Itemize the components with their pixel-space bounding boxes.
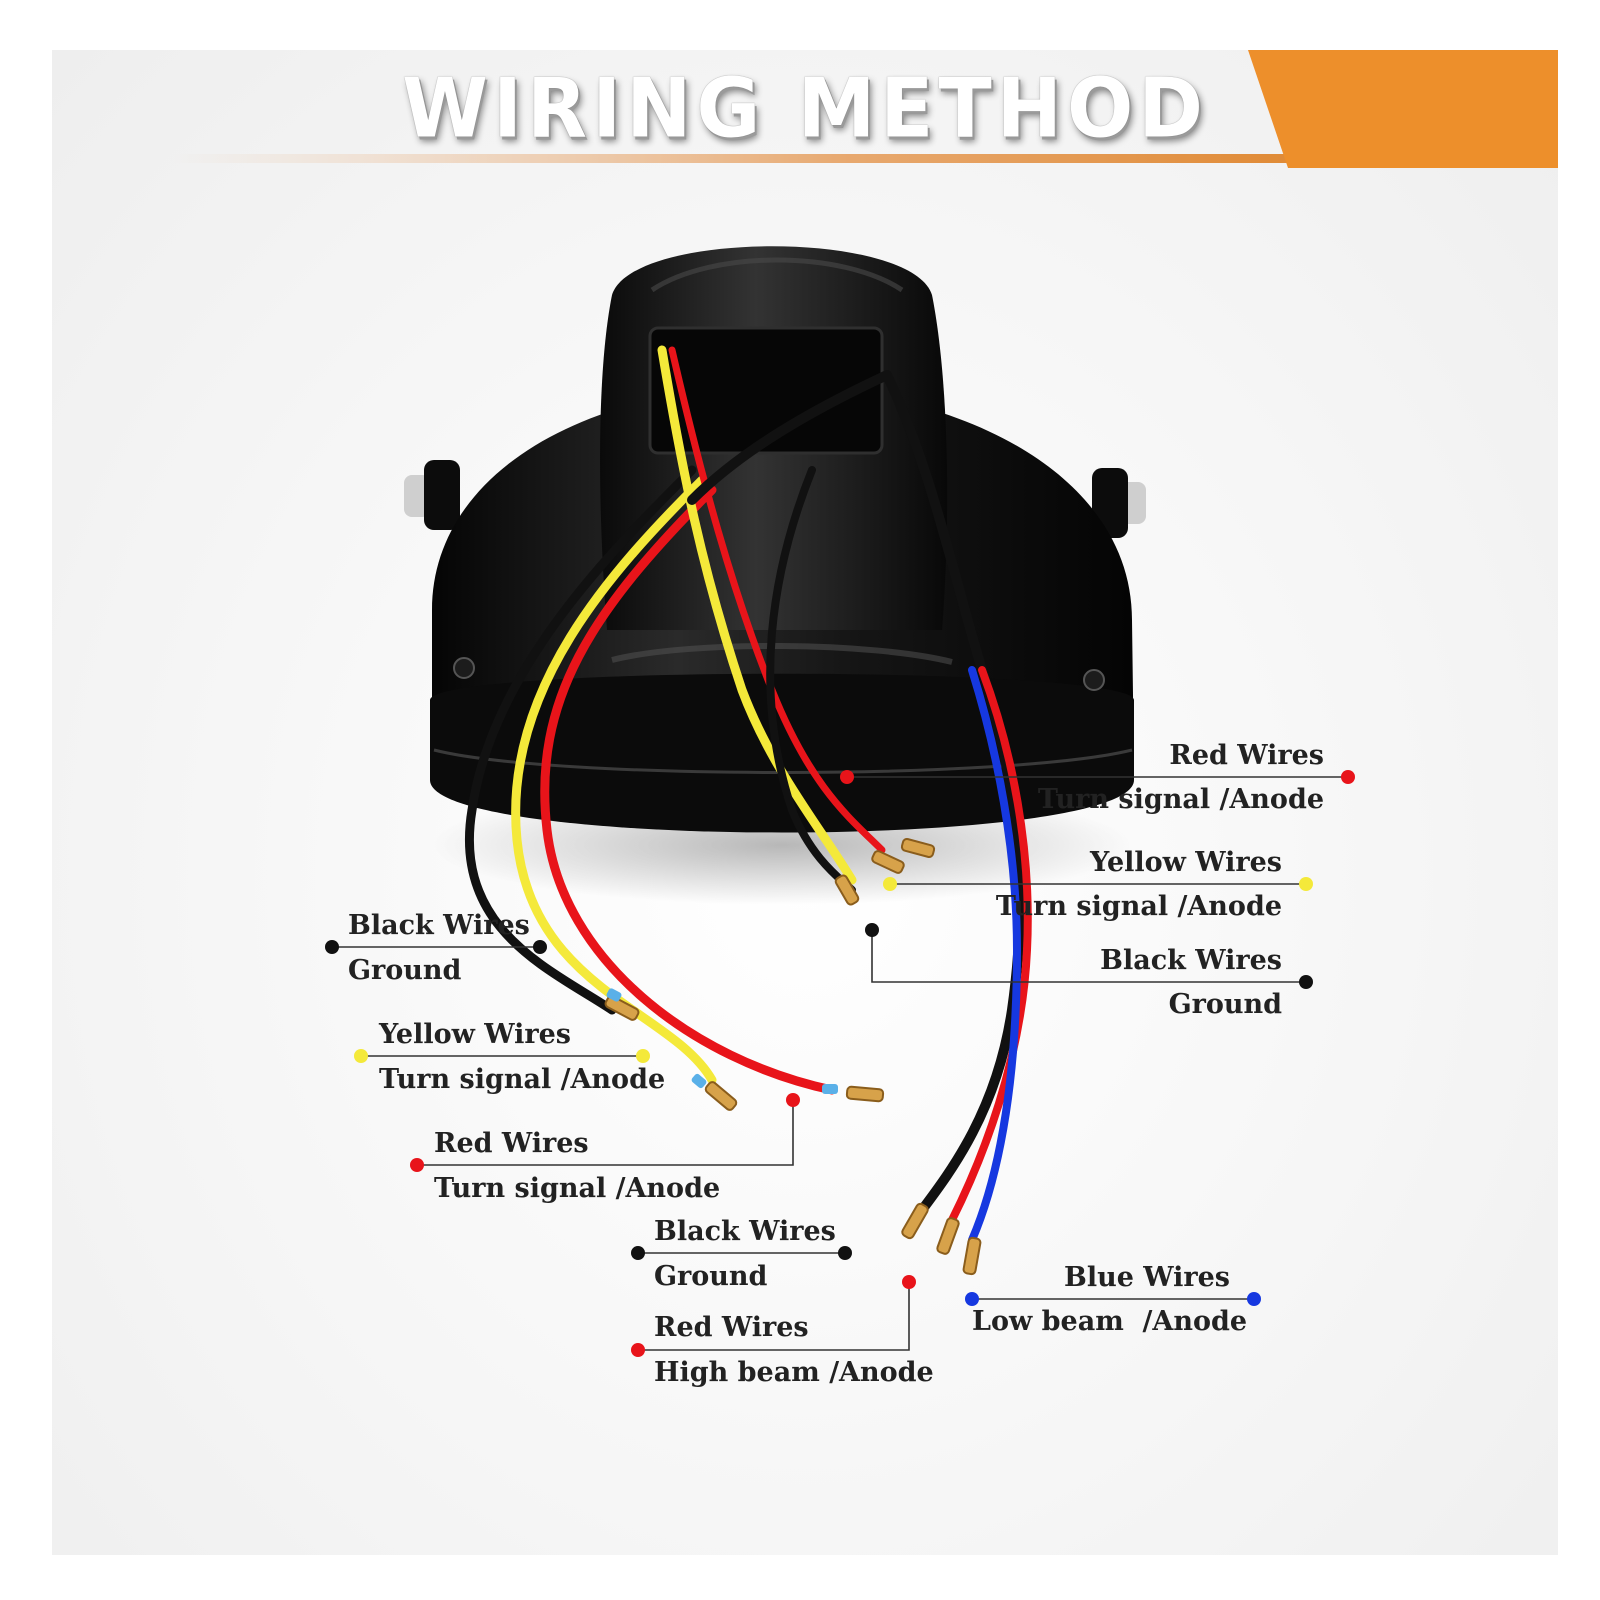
label-right-red-name: Red Wires [1169,740,1324,771]
dot-blue [1247,1292,1261,1306]
wire-black-right [687,370,1026,1215]
label-right-black-name: Black Wires [1100,945,1282,976]
label-bottom-blue-function: Low beam /Anode [972,1306,1248,1337]
wire-black-front [766,466,856,894]
label-right-red-function: Turn signal /Anode [1037,784,1324,815]
label-bottom-blue-name: Blue Wires [1064,1262,1230,1293]
wire-red-right [948,666,1032,1224]
dot-yellow [636,1049,650,1063]
dot-yellow [354,1049,368,1063]
headlight-illustration [325,246,1355,1357]
wire-red-left [540,485,837,1095]
dot-yellow [1299,877,1313,891]
label-left-yellow-name: Yellow Wires [379,1019,571,1050]
label-bottom-red-function: High beam /Anode [654,1357,934,1388]
wire-yellow-left [511,475,717,1085]
dot-red [902,1275,916,1289]
label-bottom-black-function: Ground [654,1261,768,1292]
diagram-canvas: WIRING METHOD [52,50,1558,1555]
label-left-black-function: Ground [348,955,462,986]
rim-screw-left [453,657,475,679]
label-bottom-red-name: Red Wires [654,1312,809,1343]
left-mount-bolt [404,460,460,530]
dot-red [786,1093,800,1107]
wire-yellow-front [657,345,857,885]
page-title: WIRING METHOD [401,61,1209,157]
rim-screw-right [1083,669,1105,691]
dot-red [410,1158,424,1172]
dot-black [1299,975,1313,989]
right-mount-bolt [1092,468,1146,538]
dot-black [325,940,339,954]
label-left-red-function: Turn signal /Anode [434,1173,721,1204]
label-right-black-function: Ground [1168,989,1282,1020]
dot-red [840,770,854,784]
label-bottom-black-name: Black Wires [654,1216,836,1247]
wire-blue-right [968,666,1022,1244]
label-left-red-name: Red Wires [434,1128,589,1159]
dot-yellow [883,877,897,891]
orange-corner-banner [1248,50,1558,168]
dot-black [533,940,547,954]
callout-lines [332,776,1348,1351]
headlight-rim [430,673,1134,833]
label-right-yellow-function: Turn signal /Anode [995,891,1282,922]
dot-black [838,1246,852,1260]
wire-black-left [465,465,697,1015]
dot-red [631,1343,645,1357]
label-right-yellow-name: Yellow Wires [1090,847,1282,878]
dot-blue [965,1292,979,1306]
wire-terminals [604,837,982,1276]
wire-red-front [668,346,886,854]
label-left-black-name: Black Wires [348,910,530,941]
wire-outlet [648,326,884,455]
wire-bundle [465,345,1032,1244]
label-left-yellow-function: Turn signal /Anode [379,1064,666,1095]
title-underline [172,154,1297,163]
dot-red [1341,770,1355,784]
dot-black [865,923,879,937]
dot-black [631,1246,645,1260]
callout-dots [325,770,1355,1357]
title-bar [172,50,1558,168]
